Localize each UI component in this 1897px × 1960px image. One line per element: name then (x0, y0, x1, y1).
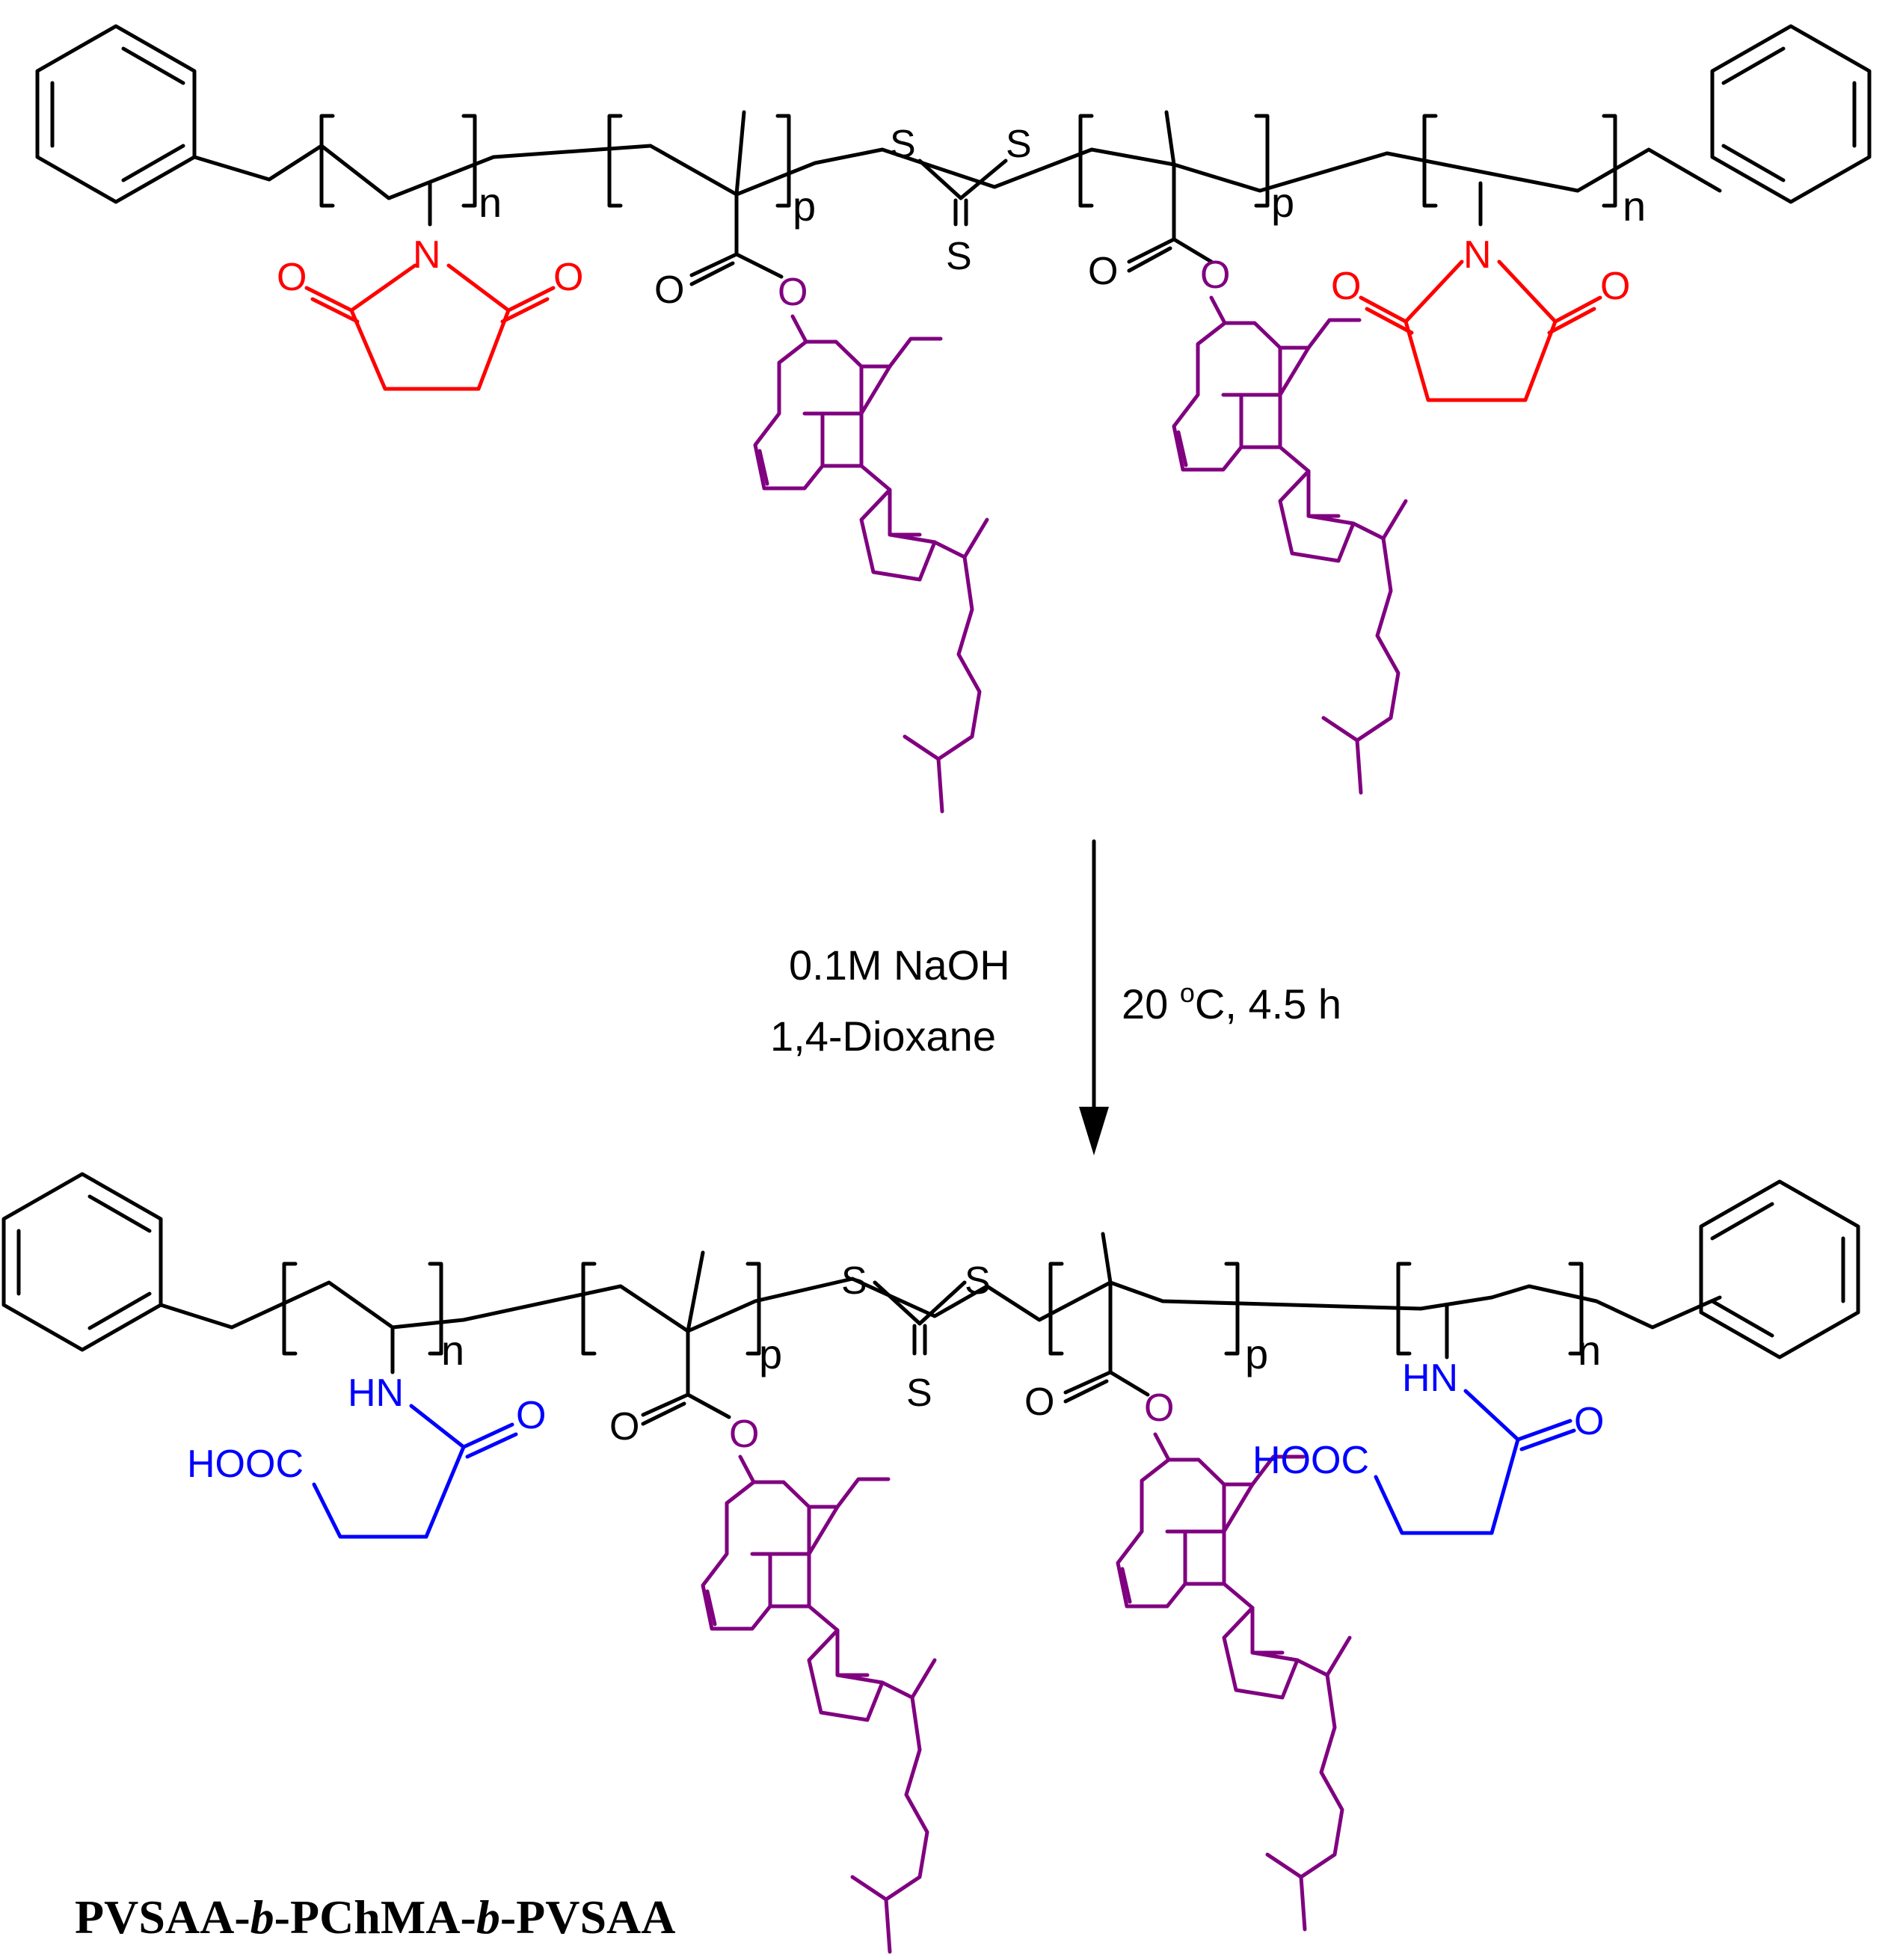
succinamic-acid-left (312, 1325, 518, 1539)
subscript-n: n (441, 1327, 464, 1374)
phenyl-ring-left (1, 1172, 163, 1352)
subscript-n: n (1623, 182, 1646, 230)
carboxylic-acid-label: HOOC (1252, 1439, 1369, 1482)
conditions-text: 20 oC, 4.5 h (1122, 977, 1341, 1027)
subscript-n: n (479, 179, 502, 226)
subscript-p: p (759, 1330, 782, 1377)
amide-nh-label: HN (348, 1371, 404, 1415)
reactant-structure: S S S N O O N O O O O O O n p p n (35, 24, 1872, 811)
reagent-text: 0.1M NaOH (789, 941, 1010, 989)
oxygen-label: O (553, 256, 583, 299)
cholesterol-left (703, 1457, 935, 1952)
oxygen-label: O (609, 1405, 639, 1449)
oxygen-label: O (1331, 265, 1361, 308)
phenyl-ring-left (35, 24, 197, 204)
subscript-p: p (1245, 1330, 1268, 1377)
sulfur-label: S (946, 235, 972, 278)
succinimide-left (304, 181, 556, 391)
oxygen-label: O (277, 256, 307, 299)
backbone-left (192, 144, 1722, 200)
nitrogen-label: N (1463, 233, 1492, 277)
sulfur-label: S (1006, 123, 1032, 166)
solvent-text: 1,4-Dioxane (770, 1013, 996, 1060)
phenyl-ring-right (1699, 1179, 1860, 1360)
backbone-product (159, 1277, 1722, 1333)
sulfur-label: S (890, 123, 916, 166)
product-structure: S S S HN O HOOC HN O HOOC O O O O n p p … (1, 1172, 1860, 1952)
succinimide-right (1359, 181, 1602, 402)
cholesterol-right (1174, 298, 1406, 793)
subscript-n: n (1578, 1327, 1601, 1374)
oxygen-label: O (1144, 1386, 1174, 1430)
reaction-arrow (1079, 839, 1109, 1155)
carboxylic-acid-label: HOOC (187, 1443, 304, 1486)
sulfur-label: S (906, 1371, 932, 1415)
oxygen-label: O (1574, 1400, 1604, 1443)
nitrogen-label: N (413, 233, 441, 277)
phenyl-ring-right (1710, 24, 1872, 204)
oxygen-label: O (654, 268, 684, 312)
sulfur-label: S (965, 1259, 991, 1303)
oxygen-label: O (1024, 1380, 1054, 1424)
oxygen-label: O (729, 1413, 759, 1456)
oxygen-label: O (778, 271, 808, 314)
succinamic-acid-right (1374, 1303, 1576, 1535)
subscript-p: p (793, 182, 816, 230)
product-name: PVSAA-b-PChMA-b-PVSAA (75, 1890, 675, 1944)
sulfur-label: S (841, 1259, 867, 1303)
oxygen-label: O (1600, 265, 1630, 308)
amide-nh-label: HN (1402, 1357, 1458, 1400)
oxygen-label: O (516, 1394, 546, 1437)
oxygen-label: O (1200, 254, 1230, 297)
cholesterol-right (1118, 1434, 1350, 1929)
oxygen-label: O (1088, 250, 1118, 293)
subscript-p: p (1271, 179, 1294, 226)
cholesterol-left (755, 316, 987, 811)
